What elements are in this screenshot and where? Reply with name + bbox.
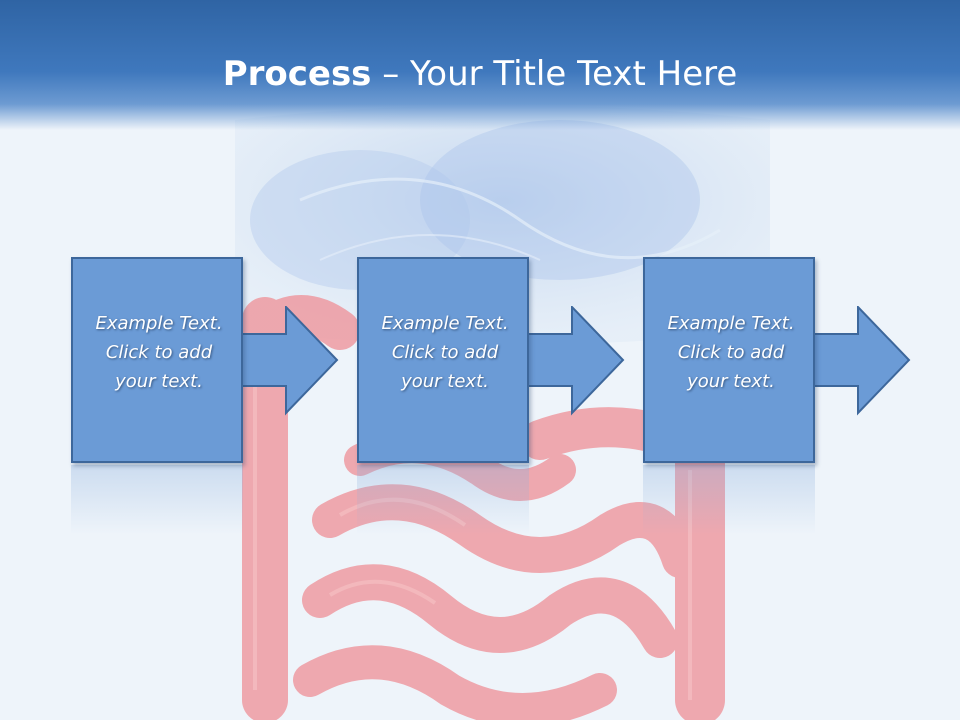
slide-title[interactable]: Process – Your Title Text Here bbox=[0, 52, 960, 96]
step-1-text: Example Text. Click to add your text. bbox=[73, 309, 245, 396]
step-3-line-2: Click to add bbox=[677, 342, 785, 363]
step-1-arrow-icon bbox=[240, 306, 339, 416]
step-3-text: Example Text. Click to add your text. bbox=[645, 309, 817, 396]
step-1-line-2: Click to add bbox=[105, 342, 213, 363]
title-bar bbox=[0, 0, 960, 130]
step-1-line-1: Example Text. bbox=[95, 313, 223, 334]
step-1-reflection bbox=[71, 465, 243, 535]
step-2-reflection bbox=[357, 465, 529, 535]
step-3-line-1: Example Text. bbox=[667, 313, 795, 334]
step-2-text: Example Text. Click to add your text. bbox=[359, 309, 531, 396]
step-2-line-2: Click to add bbox=[391, 342, 499, 363]
step-2-box[interactable]: Example Text. Click to add your text. bbox=[357, 257, 529, 463]
step-1-line-3: your text. bbox=[115, 371, 203, 392]
step-1-box[interactable]: Example Text. Click to add your text. bbox=[71, 257, 243, 463]
title-rest-text: – Your Title Text Here bbox=[371, 54, 738, 94]
step-2-line-1: Example Text. bbox=[381, 313, 509, 334]
step-3-line-3: your text. bbox=[687, 371, 775, 392]
step-2-line-3: your text. bbox=[401, 371, 489, 392]
step-2-arrow-icon bbox=[526, 306, 625, 416]
step-3-reflection bbox=[643, 465, 815, 535]
step-3-arrow-icon bbox=[812, 306, 911, 416]
step-3-box[interactable]: Example Text. Click to add your text. bbox=[643, 257, 815, 463]
title-bold-text: Process bbox=[222, 54, 372, 94]
